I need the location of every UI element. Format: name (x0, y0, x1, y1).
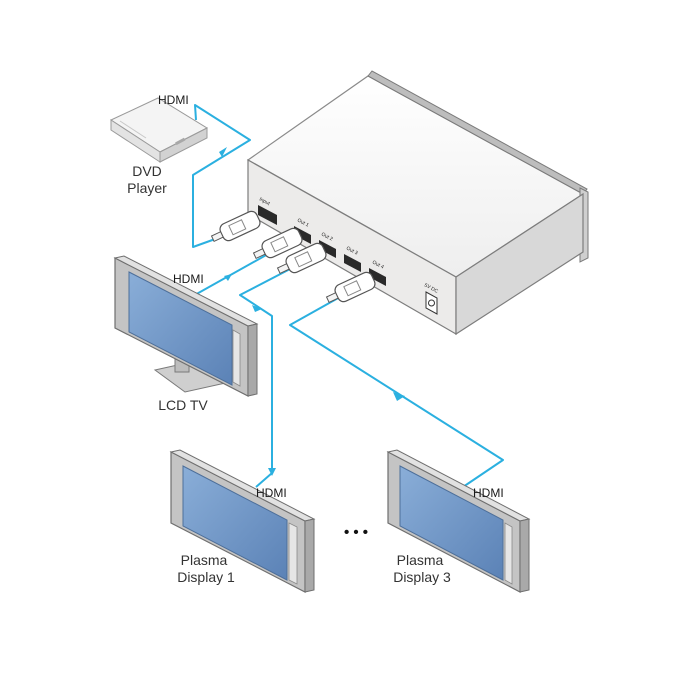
output-port-2: Out 2 (319, 231, 336, 258)
label-lcd-tv: LCD TV (158, 397, 208, 413)
label-dvd-player-line2: Player (127, 180, 167, 196)
plug-input (210, 210, 261, 243)
plug-out2 (276, 242, 327, 275)
arrow-plasma1-down (268, 468, 276, 476)
output-port-3: Out 3 (344, 245, 361, 272)
arrow-dvd-cable (219, 147, 227, 157)
label-plasma1-line1: Plasma (181, 552, 228, 568)
cables (192, 104, 504, 490)
cable-out4-to-plasma3 (289, 296, 504, 490)
hdmi-plugs (210, 210, 376, 304)
plug-out4 (325, 271, 376, 304)
label-hdmi-dvd: HDMI (158, 93, 189, 107)
output-port-4: Out 4 (369, 259, 386, 286)
input-port-label: Input (258, 196, 271, 207)
plug-out1 (252, 227, 303, 260)
dvd-player (109, 97, 209, 163)
arrow-plasma3-cable (393, 392, 405, 401)
plasma-display-3 (386, 449, 531, 593)
arrow-lcd-cable (224, 274, 232, 281)
cable-out2-to-plasma1 (239, 267, 293, 488)
label-plasma3-line1: Plasma (397, 552, 444, 568)
output-port-1-label: Out 1 (296, 217, 310, 228)
label-plasma3-line2: Display 3 (393, 569, 451, 585)
arrow-plasma1-cable (252, 305, 262, 312)
label-dvd-player-line1: DVD (132, 163, 162, 179)
output-port-4-label: Out 4 (371, 259, 385, 270)
input-port: Input (258, 196, 277, 225)
power-jack: 5V DC (423, 282, 439, 315)
label-hdmi-plasma1: HDMI (256, 486, 287, 500)
label-hdmi-plasma3: HDMI (473, 486, 504, 500)
lcd-tv (113, 255, 259, 397)
ellipsis-more-displays: • • • (344, 524, 368, 541)
label-hdmi-lcd: HDMI (173, 272, 204, 286)
hdmi-splitter: Input Out 1 Out 2 Out 3 Out 4 5V DC (246, 70, 589, 336)
label-plasma1-line2: Display 1 (177, 569, 235, 585)
cable-dvd-to-input (192, 104, 251, 248)
output-port-2-label: Out 2 (320, 231, 334, 242)
plasma-display-1 (169, 449, 316, 593)
output-port-3-label: Out 3 (345, 245, 359, 256)
